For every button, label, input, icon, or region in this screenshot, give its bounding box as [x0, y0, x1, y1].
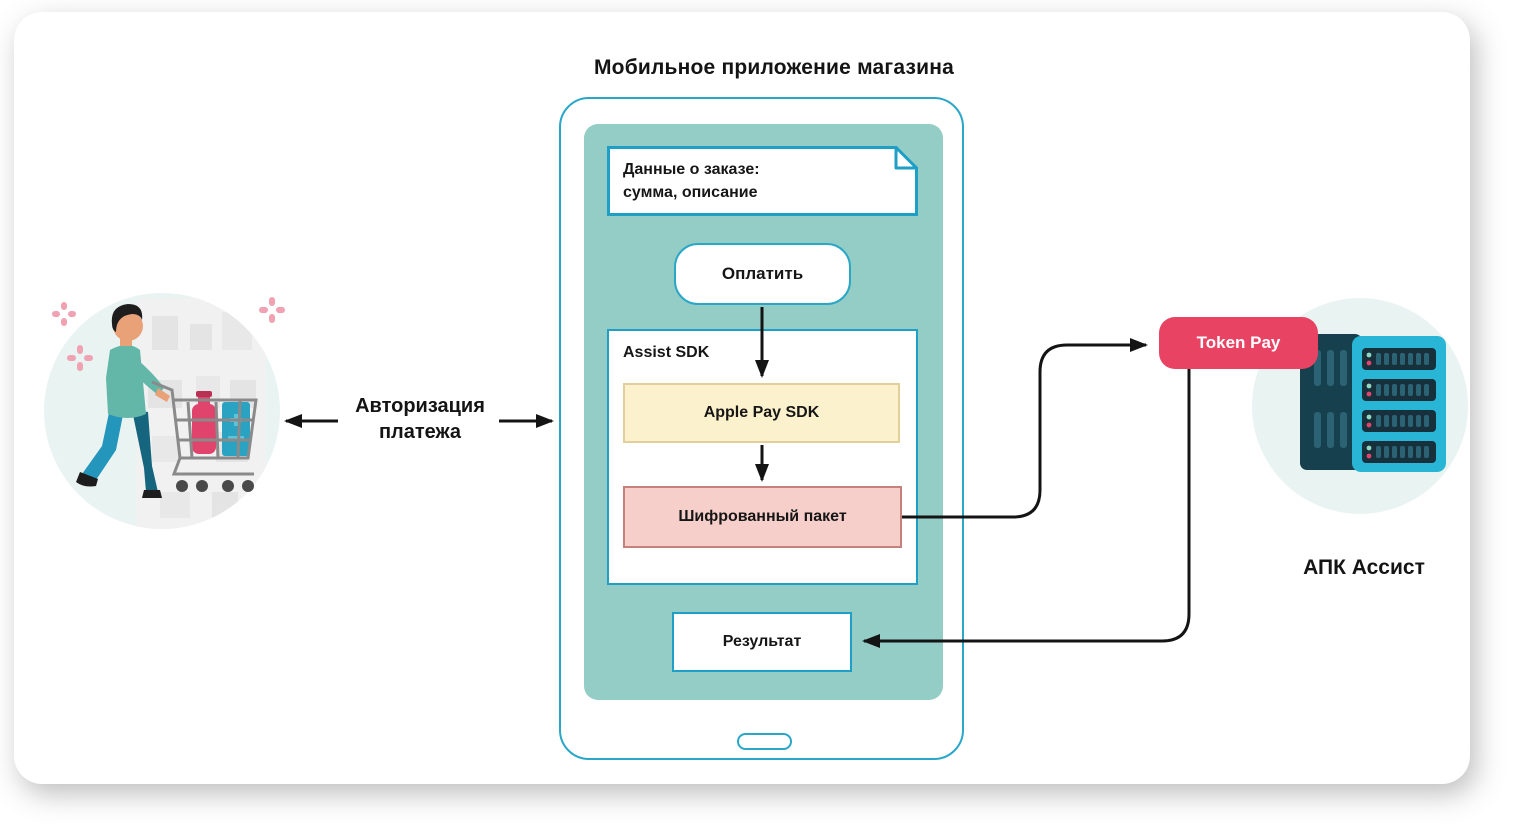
auth-label-line2: платежа [378, 421, 462, 443]
order-data-box: Данные о заказе: сумма, описание [607, 146, 918, 216]
sparkle-icon [52, 297, 285, 371]
result-box: Результат [672, 612, 852, 672]
order-data-line2: сумма, описание [623, 184, 758, 202]
shopping-cart-icon [151, 380, 258, 492]
diagram-card: Мобильное приложение магазина [14, 12, 1470, 784]
phone-home-button [737, 733, 792, 750]
token-pay-badge: Token Pay [1159, 317, 1318, 369]
pay-button: Оплатить [674, 243, 851, 305]
order-data-line1: Данные о заказе: [623, 161, 760, 178]
encrypted-packet-box: Шифрованный пакет [623, 486, 902, 548]
order-data-text: Данные о заказе: сумма, описание [623, 158, 760, 204]
auth-label-line1: Авторизация [355, 395, 485, 417]
assist-sdk-label: Assist SDK [623, 344, 710, 361]
diagram-title: Мобильное приложение магазина [593, 56, 955, 79]
document-folded-corner-shape [607, 146, 918, 216]
apple-pay-sdk-box: Apple Pay SDK [623, 383, 900, 443]
auth-label: Авторизация платежа [330, 393, 510, 445]
server-rack-illustration [1252, 298, 1468, 514]
server-label: АПК Ассист [1303, 556, 1425, 579]
customer-with-shopping-cart-illustration [44, 293, 285, 529]
